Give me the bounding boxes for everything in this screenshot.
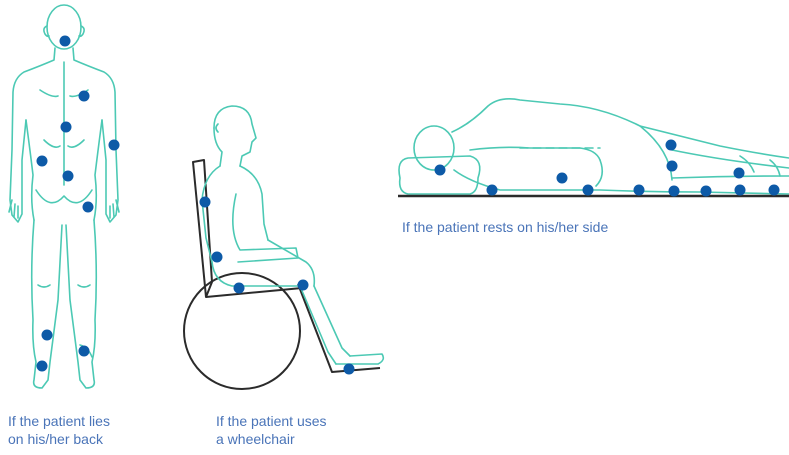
pressure-point-marker <box>298 280 309 291</box>
pressure-point-marker <box>212 252 223 263</box>
pressure-point-marker <box>344 364 355 375</box>
pressure-point-marker <box>83 202 94 213</box>
pressure-point-marker <box>669 186 680 197</box>
caption-line: If the patient uses <box>216 412 376 430</box>
pressure-point-marker <box>557 173 568 184</box>
wheelchair-frame <box>184 160 380 389</box>
pressure-point-marker <box>200 197 211 208</box>
pressure-point-marker <box>60 36 71 47</box>
caption-line: If the patient lies <box>8 412 158 430</box>
caption-lying-on-side: If the patient rests on his/her side <box>402 218 702 236</box>
pressure-point-marker <box>42 330 53 341</box>
pressure-point-marker <box>487 185 498 196</box>
side-lying-figure <box>398 99 789 196</box>
pressure-point-marker <box>667 161 678 172</box>
pressure-point-marker <box>634 185 645 196</box>
wheelchair-figure <box>184 106 383 389</box>
pressure-point-marker <box>666 140 677 151</box>
pressure-point-marker <box>79 91 90 102</box>
pressure-point-marker <box>701 186 712 197</box>
side-lying-person <box>399 99 789 194</box>
pressure-point-marker <box>234 283 245 294</box>
caption-wheelchair: If the patient uses a wheelchair <box>216 412 376 448</box>
pressure-points <box>37 36 780 375</box>
pressure-point-marker <box>37 156 48 167</box>
pressure-point-marker <box>583 185 594 196</box>
pressure-point-marker <box>109 140 120 151</box>
pressure-point-marker <box>735 185 746 196</box>
pressure-point-marker <box>435 165 446 176</box>
caption-line: If the patient rests on his/her side <box>402 218 702 236</box>
caption-line: on his/her back <box>8 430 158 448</box>
pressure-point-marker <box>61 122 72 133</box>
pressure-point-marker <box>79 346 90 357</box>
seated-person <box>202 106 383 364</box>
caption-line: a wheelchair <box>216 430 376 448</box>
pressure-point-marker <box>734 168 745 179</box>
pressure-point-marker <box>37 361 48 372</box>
back-lying-figure <box>9 5 119 388</box>
pressure-point-marker <box>769 185 780 196</box>
caption-lying-on-back: If the patient lies on his/her back <box>8 412 158 448</box>
pressure-point-marker <box>63 171 74 182</box>
